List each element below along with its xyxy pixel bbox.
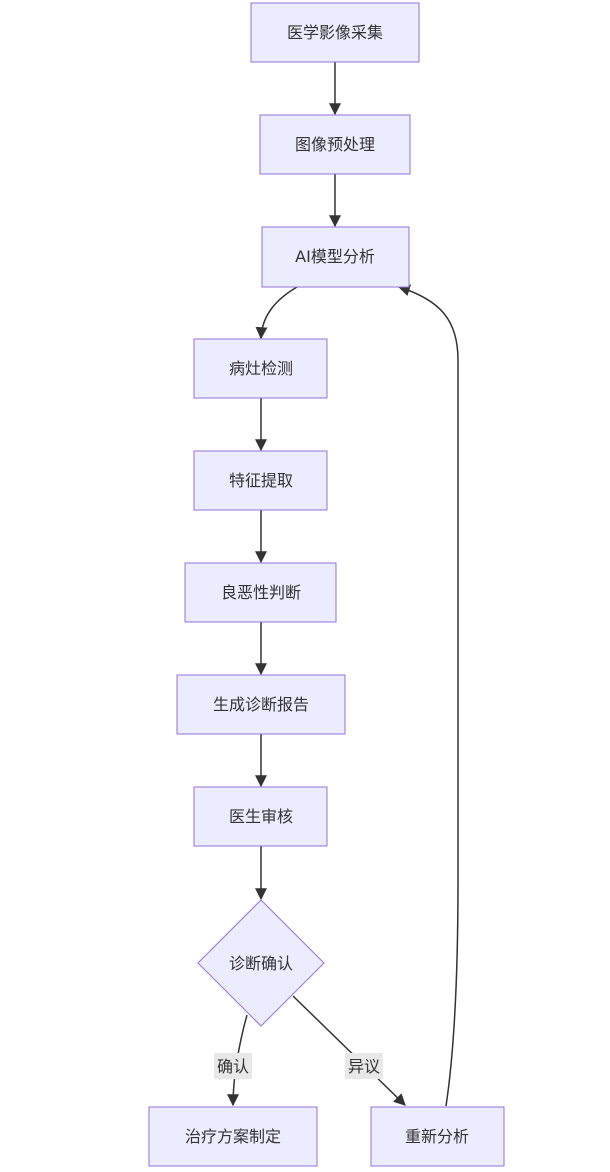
node-feature-extract-label: 特征提取 <box>229 471 293 490</box>
node-report[interactable]: 生成诊断报告 <box>176 674 346 735</box>
edge-label-dispute-text: 异议 <box>348 1057 380 1076</box>
edge-ai-lesion <box>255 286 298 340</box>
node-confirm-decision-label: 诊断确认 <box>229 954 293 973</box>
node-benign-malignant[interactable]: 良恶性判断 <box>184 562 337 623</box>
node-ai-analysis[interactable]: AI模型分析 <box>261 226 410 288</box>
node-treatment-label: 治疗方案制定 <box>185 1127 281 1146</box>
edge-confirm-reanalysis <box>292 995 406 1106</box>
edge-reanalysis-ai <box>397 284 459 1107</box>
node-lesion-detect[interactable]: 病灶检测 <box>193 338 328 399</box>
node-ai-analysis-label: AI模型分析 <box>295 247 375 266</box>
node-doctor-review[interactable]: 医生审核 <box>193 786 328 847</box>
node-report-label: 生成诊断报告 <box>213 695 309 714</box>
node-treatment[interactable]: 治疗方案制定 <box>148 1106 318 1167</box>
edge-label-confirm: 确认 <box>214 1053 252 1079</box>
node-acquire-label: 医学影像采集 <box>287 23 383 42</box>
node-preprocess-label: 图像预处理 <box>295 135 375 154</box>
node-preprocess[interactable]: 图像预处理 <box>259 114 411 175</box>
node-doctor-review-label: 医生审核 <box>229 807 293 826</box>
node-feature-extract[interactable]: 特征提取 <box>193 450 328 511</box>
edge-label-dispute: 异议 <box>345 1053 383 1079</box>
node-acquire[interactable]: 医学影像采集 <box>250 2 420 63</box>
node-reanalysis-label: 重新分析 <box>405 1127 469 1146</box>
edge-label-confirm-text: 确认 <box>217 1057 249 1076</box>
node-reanalysis[interactable]: 重新分析 <box>370 1106 505 1167</box>
node-benign-malignant-label: 良恶性判断 <box>221 583 301 602</box>
node-lesion-detect-label: 病灶检测 <box>229 359 293 378</box>
node-confirm-decision[interactable]: 诊断确认 <box>197 899 325 1027</box>
